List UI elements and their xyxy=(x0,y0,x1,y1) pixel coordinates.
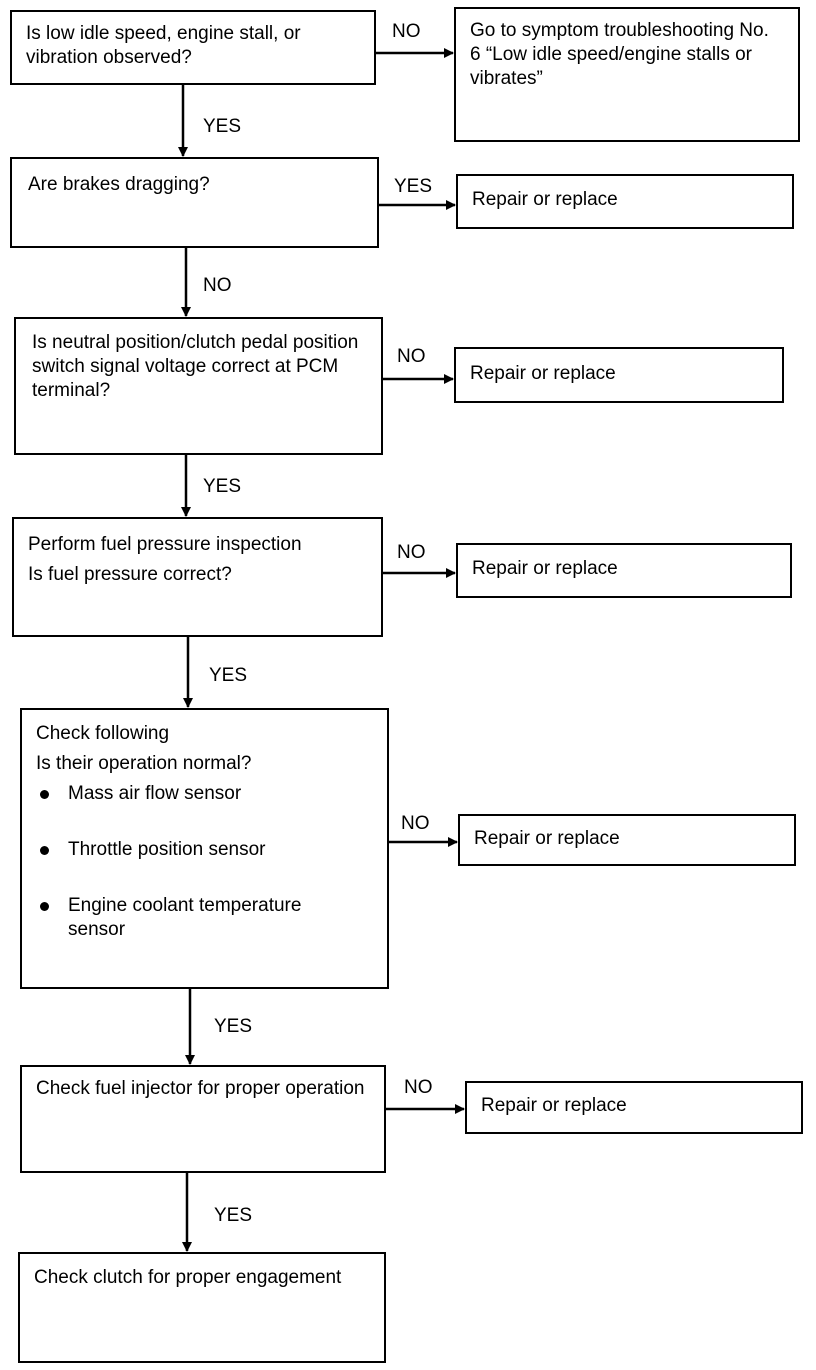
branch-label-no: NO xyxy=(404,1077,433,1098)
branch-label-yes: YES xyxy=(203,116,242,137)
result-box-repair-1: Repair or replace xyxy=(456,174,794,229)
branch-label-no: NO xyxy=(203,275,232,296)
result-text: Repair or replace xyxy=(481,1095,627,1116)
result-box-repair-2: Repair or replace xyxy=(454,347,784,403)
list-item: Mass air flow sensor xyxy=(36,782,373,806)
result-text: Repair or replace xyxy=(470,363,616,384)
result-box-repair-3: Repair or replace xyxy=(456,543,792,598)
step-text-line1: Check following xyxy=(36,723,170,744)
result-box-repair-4: Repair or replace xyxy=(458,814,796,866)
step-text-line2: Is their operation normal? xyxy=(36,753,252,774)
step-text: Check fuel injector for proper operation xyxy=(36,1078,365,1099)
step-box-neutral-switch: Is neutral position/clutch pedal positio… xyxy=(14,317,383,455)
branch-label-no: NO xyxy=(397,542,426,563)
step-text-line1: Perform fuel pressure inspection xyxy=(28,534,302,555)
step-box-sensor-check: Check following Is their operation norma… xyxy=(20,708,389,989)
step-text-line2: Is fuel pressure correct? xyxy=(28,564,232,585)
branch-label-yes: YES xyxy=(394,176,433,197)
result-box-repair-5: Repair or replace xyxy=(465,1081,803,1134)
branch-label-no: NO xyxy=(392,21,421,42)
branch-label-yes: YES xyxy=(203,476,242,497)
branch-label-yes: YES xyxy=(209,665,248,686)
list-item: Throttle position sensor xyxy=(36,838,373,862)
result-text: Go to symptom troubleshooting No. 6 “Low… xyxy=(470,20,769,89)
result-text: Repair or replace xyxy=(472,189,618,210)
step-box-brakes: Are brakes dragging? xyxy=(10,157,379,248)
branch-label-no: NO xyxy=(397,346,426,367)
list-item: Engine coolant temperature sensor xyxy=(36,894,358,942)
step-text: Are brakes dragging? xyxy=(28,174,210,195)
step-box-fuel-injector: Check fuel injector for proper operation xyxy=(20,1065,386,1173)
step-box-idle-check: Is low idle speed, engine stall, or vibr… xyxy=(10,10,376,85)
branch-label-no: NO xyxy=(401,813,430,834)
sensor-list: Mass air flow sensor Throttle position s… xyxy=(36,782,373,942)
step-text: Check clutch for proper engagement xyxy=(34,1267,342,1288)
result-box-symptom-no6: Go to symptom troubleshooting No. 6 “Low… xyxy=(454,7,800,142)
result-text: Repair or replace xyxy=(472,558,618,579)
branch-label-yes: YES xyxy=(214,1016,253,1037)
step-box-clutch: Check clutch for proper engagement xyxy=(18,1252,386,1363)
step-box-fuel-pressure: Perform fuel pressure inspection Is fuel… xyxy=(12,517,383,637)
step-text: Is low idle speed, engine stall, or vibr… xyxy=(26,23,301,68)
step-text: Is neutral position/clutch pedal positio… xyxy=(32,332,359,401)
branch-label-yes: YES xyxy=(214,1205,253,1226)
result-text: Repair or replace xyxy=(474,828,620,849)
